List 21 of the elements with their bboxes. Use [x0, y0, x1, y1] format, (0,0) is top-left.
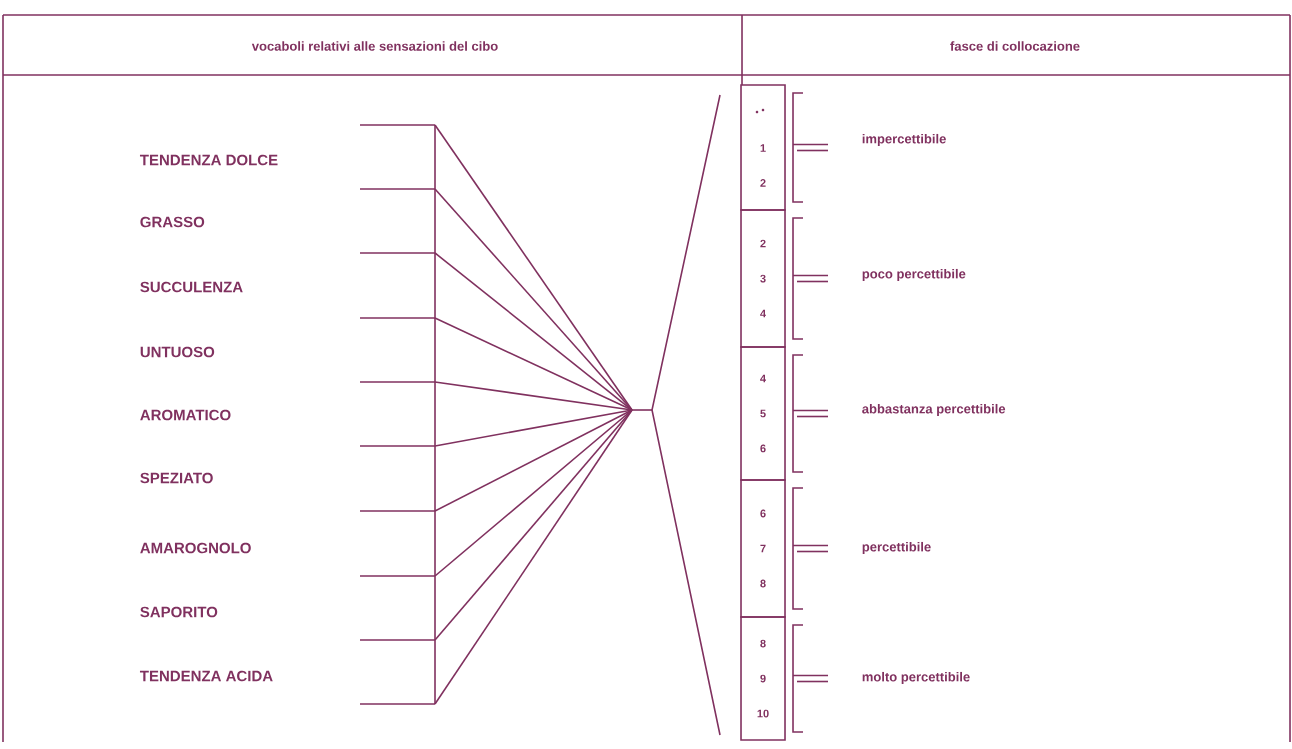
level-label: abbastanza percettibile [862, 403, 1006, 417]
level-label: molto percettibile [862, 671, 970, 685]
level-label: percettibile [862, 541, 931, 555]
header-text: vocaboli relativi alle sensazioni del cibo [251, 41, 498, 51]
header-text: fasce di collocazione [950, 41, 1080, 51]
scale-cell: 1 2 [740, 84, 786, 211]
scale-cell: 8 9 10 [740, 616, 786, 741]
term-label: TENDENZA ACIDA [140, 670, 273, 682]
scale-cell: 2 3 4 [740, 209, 786, 348]
scale-cell: 4 5 6 [740, 346, 786, 481]
term-label: GRASSO [140, 216, 205, 228]
term-label: SPEZIATO [140, 472, 213, 484]
term-label: UNTUOSO [140, 346, 215, 358]
term-label: AROMATICO [140, 409, 231, 421]
scale-cell: 6 7 8 [740, 479, 786, 618]
term-label: SAPORITO [140, 606, 218, 618]
term-label: AMAROGNOLO [140, 542, 251, 554]
level-label: impercettibile [862, 133, 946, 147]
term-label: SUCCULENZA [140, 281, 243, 293]
level-label: poco percettibile [862, 268, 966, 282]
term-label: TENDENZA DOLCE [140, 154, 278, 166]
